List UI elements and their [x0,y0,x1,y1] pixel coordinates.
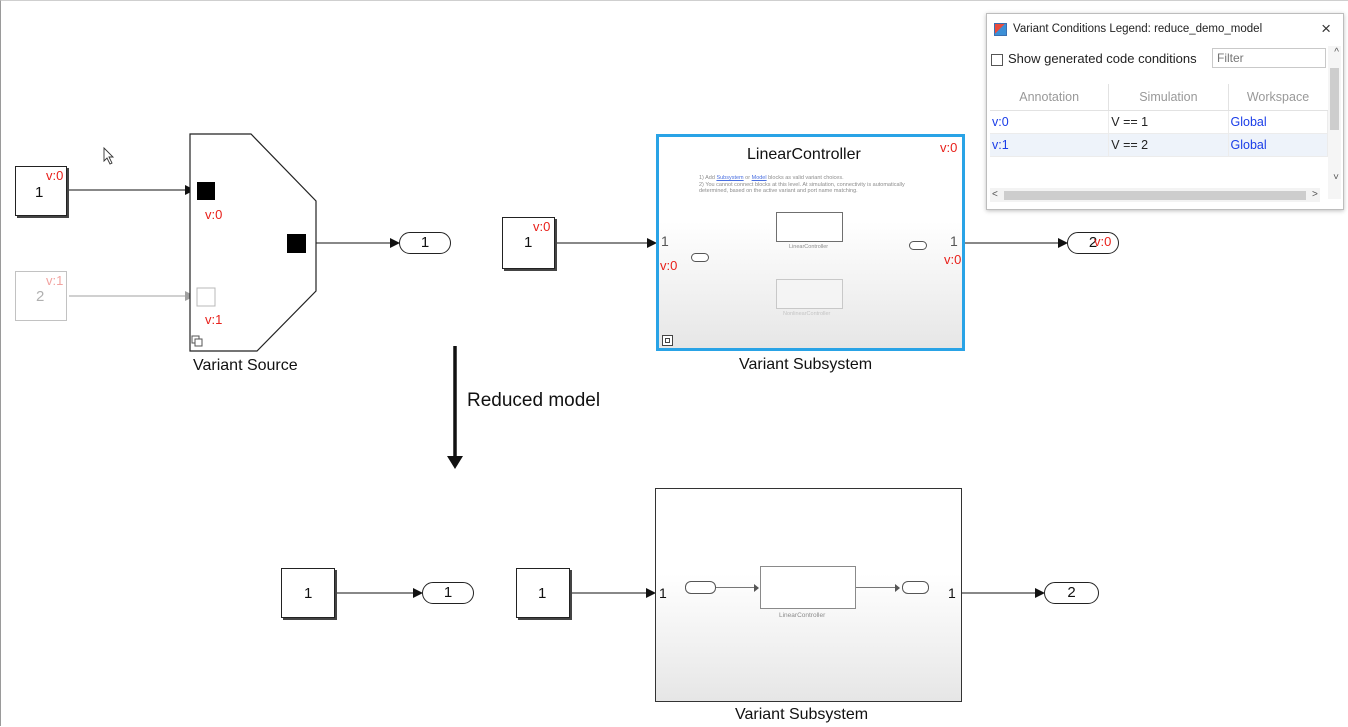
outport-number: 1 [950,233,958,249]
scroll-left-icon[interactable]: < [992,189,998,200]
linear-controller-choice[interactable] [776,212,843,242]
inport-number: 1 [659,585,667,601]
variant-tag: v:0 [1094,234,1112,249]
simulation-cell: V == 1 [1108,110,1229,134]
variant-source-block[interactable] [189,133,317,352]
annotation-cell[interactable]: v:0 [990,110,1110,134]
column-header-workspace[interactable]: Workspace [1228,84,1328,111]
inner-arrowhead [754,584,759,592]
reduced-variant-subsystem-label: Variant Subsystem [735,706,869,723]
variant-source-outport[interactable] [287,234,306,253]
inner-block-label: LinearController [779,612,826,619]
close-icon[interactable]: × [1321,19,1331,38]
constant-value: 1 [524,234,533,251]
checkbox-label[interactable]: Show generated code conditions [1008,51,1197,66]
variant-tag: v:0 [533,219,551,234]
constant-value: 2 [36,288,45,305]
constant-value: 1 [304,585,313,602]
outport-number: 2 [1088,234,1098,251]
choice-label: NonlinearController [783,311,831,317]
variant-source-inport-2[interactable] [196,287,216,307]
variant-subsystem-block[interactable]: LinearController v:0 1) Add Subsystem or… [656,134,965,351]
workspace-cell[interactable]: Global [1228,133,1329,157]
vertical-scroll-thumb[interactable] [1330,68,1339,130]
inner-signal-line [716,587,758,588]
reduced-model-caption: Reduced model [467,390,601,411]
workspace-cell[interactable]: Global [1228,110,1329,134]
variant-source-label: Variant Source [193,357,298,374]
reduced-outport-block-1[interactable]: 1 [422,582,474,604]
inner-arrowhead [895,584,900,592]
table-row[interactable]: v:1 V == 2 Global [990,133,1329,157]
scroll-down-icon[interactable]: ˅ [1333,172,1339,183]
simulation-cell: V == 2 [1108,133,1229,157]
variant-source-inport-1[interactable] [197,182,215,200]
legend-table: Annotation Simulation Workspace v:0 V ==… [990,84,1329,157]
constant-block-1[interactable]: 1 v:0 [15,166,67,216]
subsystem-instructions: 1) Add Subsystem or Model blocks as vali… [699,175,905,194]
subsystem-link[interactable]: Subsystem [716,175,744,181]
show-generated-code-checkbox[interactable] [991,54,1003,66]
constant-block-3[interactable]: 1 v:0 [502,217,555,269]
horizontal-scroll-thumb[interactable] [1004,191,1306,200]
linear-controller-block[interactable] [760,566,856,609]
table-row[interactable]: v:0 V == 1 Global [990,110,1329,134]
inner-outport [909,241,927,250]
reduced-constant-block-2[interactable]: 1 [516,568,570,618]
variant-conditions-legend-window[interactable]: Variant Conditions Legend: reduce_demo_m… [986,13,1344,210]
variant-tag: v:0 [205,207,223,222]
choice-label: LinearController [789,244,829,250]
variant-tag: v:0 [944,252,962,267]
constant-block-2-inactive[interactable]: 2 v:1 [15,271,67,321]
column-header-simulation[interactable]: Simulation [1108,84,1229,111]
reduced-outport-block-2[interactable]: 2 [1044,582,1099,604]
outport-number: 1 [948,585,956,601]
annotation-cell[interactable]: v:1 [990,133,1110,157]
outport-number: 2 [1067,584,1076,601]
legend-title: Variant Conditions Legend: reduce_demo_m… [1013,23,1263,35]
model-link[interactable]: Model [751,175,767,181]
outport-number: 1 [420,234,430,251]
variant-subsystem-label: Variant Subsystem [739,356,873,373]
reduction-arrow-head [447,456,463,469]
variant-tag: v:1 [205,312,223,327]
open-subsystem-icon[interactable] [662,335,673,346]
constant-value: 1 [35,184,44,201]
column-header-annotation[interactable]: Annotation [990,84,1110,111]
outport-block-1[interactable]: 1 [399,232,451,254]
scroll-right-icon[interactable]: > [1312,189,1318,200]
variant-badge-icon-back [194,338,203,347]
scroll-up-icon[interactable]: ^ [1334,47,1339,58]
constant-value: 1 [538,585,547,602]
inner-signal-line [856,587,899,588]
simulink-app-icon [994,23,1007,36]
filter-input[interactable] [1212,48,1326,68]
subsystem-title: LinearController [747,146,861,163]
nonlinear-controller-choice[interactable] [776,279,843,309]
variant-tag: v:0 [46,168,64,183]
mouse-cursor-icon [103,146,115,165]
inner-inport [691,253,709,262]
inner-inport [685,581,716,594]
variant-tag: v:0 [940,140,958,155]
reduced-variant-subsystem-block[interactable]: 1 1 LinearController [655,488,962,702]
outport-number: 1 [443,584,453,601]
inport-number: 1 [661,233,669,249]
outport-block-2[interactable]: 2 [1067,232,1119,254]
reduced-constant-block-1[interactable]: 1 [281,568,335,618]
variant-tag: v:0 [660,258,678,273]
variant-tag: v:1 [46,273,64,288]
inner-outport [902,581,929,594]
